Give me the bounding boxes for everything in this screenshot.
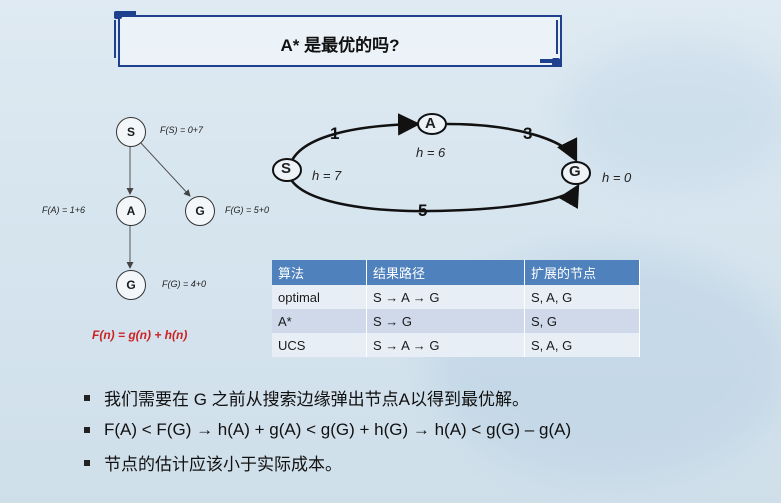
table-cell: A* — [272, 309, 367, 333]
tree-annotation: F(G) = 5+0 — [225, 205, 270, 215]
graph-node-label: S — [281, 160, 292, 177]
bullet-item: F(A) < F(G) → h(A) + g(A) < g(G) + h(G) … — [84, 420, 571, 440]
banner-line — [118, 11, 136, 15]
heuristic-label: h = 7 — [312, 168, 342, 183]
bullet-square-icon — [84, 459, 90, 466]
table-header: 扩展的节点 — [524, 260, 640, 285]
table-cell: S, A, G — [524, 285, 640, 309]
title-banner: A* 是最优的吗? — [118, 15, 562, 67]
graph-edge-s-a — [288, 113, 421, 166]
bullet-item: 我们需要在 G 之前从搜索边缘弹出节点A以得到最优解。 — [84, 385, 571, 410]
tree-edge-s-g — [139, 141, 191, 197]
bullet-item: 节点的估计应该小于实际成本。 — [84, 450, 571, 475]
banner-line — [114, 20, 116, 58]
graph-node-label: A — [425, 115, 436, 132]
heuristic-label: h = 0 — [602, 170, 632, 185]
table-row: UCS S → A → G S, A, G — [272, 333, 640, 357]
table-header: 算法 — [272, 260, 367, 285]
bullet-square-icon — [84, 394, 90, 401]
slide-title: A* 是最优的吗? — [280, 36, 400, 55]
table-header: 结果路径 — [366, 260, 525, 285]
banner-line — [540, 59, 558, 63]
tree-node-g[interactable]: G — [116, 270, 146, 300]
table-row: optimal S → A → G S, A, G — [272, 285, 640, 309]
heuristic-label: h = 6 — [416, 145, 446, 160]
table-cell: S, G — [524, 309, 640, 333]
f-formula: F(n) = g(n) + h(n) — [92, 328, 188, 342]
comparison-table: 算法 结果路径 扩展的节点 optimal S → A → G S, A, G … — [272, 260, 640, 357]
graph-node-g[interactable] — [561, 161, 591, 185]
graph-edge-a-g — [446, 122, 578, 163]
table-cell: S → A → G — [366, 285, 525, 309]
bullet-text: 我们需要在 G 之前从搜索边缘弹出节点A以得到最优解。 — [104, 390, 530, 409]
background-glow — [560, 40, 781, 190]
bullet-text: 节点的估计应该小于实际成本。 — [104, 455, 342, 474]
graph-node-label: G — [569, 163, 581, 180]
edge-cost-label: 5 — [418, 201, 428, 220]
tree-annotation: F(A) = 1+6 — [42, 205, 86, 215]
table-cell: S → A → G — [366, 333, 525, 357]
graph-node-a[interactable] — [417, 113, 447, 135]
table-row: A* S → G S, G — [272, 309, 640, 333]
bullet-text: F(A) < F(G) → h(A) + g(A) < g(G) + h(G) … — [104, 420, 572, 439]
table-header-row: 算法 结果路径 扩展的节点 — [272, 260, 640, 285]
edge-cost-label: 1 — [330, 124, 340, 143]
edge-cost-label: 3 — [523, 124, 533, 143]
tree-node-s[interactable]: S — [116, 117, 146, 147]
graph-node-s[interactable] — [272, 158, 302, 182]
tree-node-g[interactable]: G — [185, 196, 215, 226]
bullet-square-icon — [84, 427, 90, 433]
banner-line — [556, 20, 558, 54]
table-cell: S, A, G — [524, 333, 640, 357]
tree-node-a[interactable]: A — [116, 196, 146, 226]
banner-corner — [114, 11, 122, 19]
tree-annotation: F(S) = 0+7 — [160, 125, 204, 135]
tree-annotation: F(G) = 4+0 — [162, 279, 207, 289]
table-cell: optimal — [272, 285, 367, 309]
table-cell: UCS — [272, 333, 367, 357]
graph-edge-s-g — [288, 177, 580, 213]
bullet-list: 我们需要在 G 之前从搜索边缘弹出节点A以得到最优解。 F(A) < F(G) … — [84, 385, 571, 485]
table-cell: S → G — [366, 309, 525, 333]
